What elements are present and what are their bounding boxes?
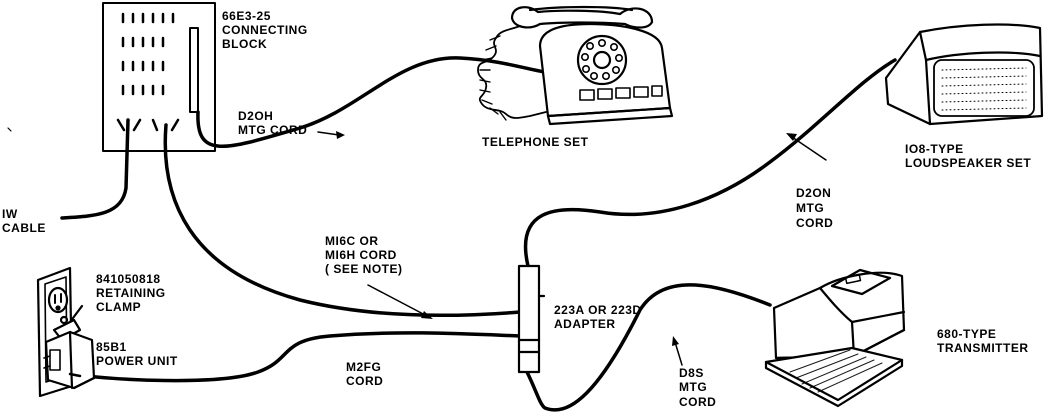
transmitter-drawing [764, 268, 906, 408]
labels: 66E3-25 CONNECTING BLOCK D2OH MTG CORD T… [2, 9, 1031, 409]
telephone-set-drawing [477, 5, 674, 126]
stray-mark [7, 127, 12, 132]
m16c-cord-label: MI6C OR MI6H CORD ( SEE NOTE) [325, 234, 403, 276]
connecting-block [102, 2, 216, 152]
d20n-cord-label: D2ON MTG CORD [796, 186, 835, 230]
retaining-clamp-label: 841050818 RETAINING CLAMP [96, 272, 169, 314]
transmitter-label: 680-TYPE TRANSMITTER [937, 327, 1029, 355]
telephone-set-label: TELEPHONE SET [482, 135, 589, 149]
loudspeaker-set-label: IO8-TYPE LOUDSPEAKER SET [905, 142, 1031, 170]
loudspeaker-drawing [884, 23, 1044, 126]
power-outlet-drawing [36, 266, 96, 398]
d8s-cord-label: D8S MTG CORD [679, 366, 716, 409]
m2fg-cord-label: M2FG CORD [346, 360, 385, 388]
power-unit-label: 85B1 POWER UNIT [96, 340, 178, 368]
d20h-cord-label: D2OH MTG CORD [238, 109, 307, 137]
cords [60, 56, 897, 412]
leader-arrows [317, 131, 827, 366]
adapter-drawing [517, 264, 546, 374]
connecting-block-label: 66E3-25 CONNECTING BLOCK [222, 9, 312, 51]
adapter-label: 223A OR 223D ADAPTER [554, 303, 645, 331]
iw-cable-label: IW CABLE [2, 207, 46, 235]
